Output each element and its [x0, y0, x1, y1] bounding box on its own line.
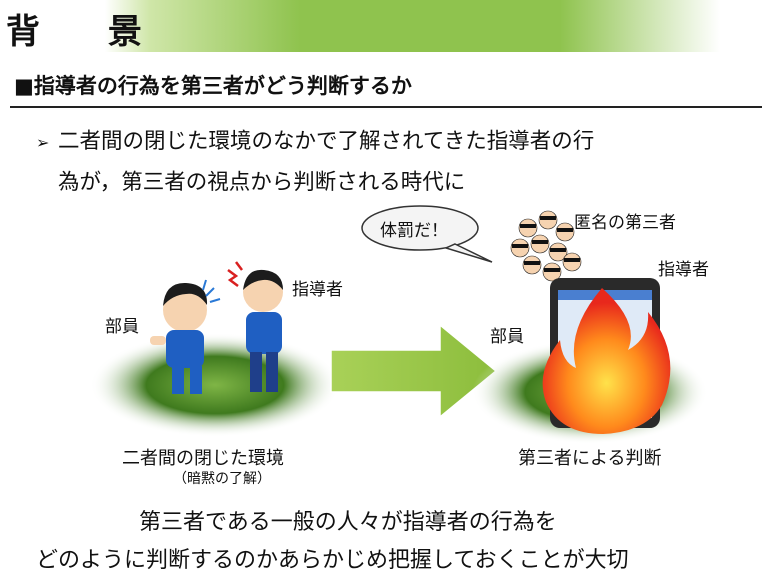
section-heading: ■指導者の行為を第三者がどう判断するか: [14, 74, 412, 98]
bullet-line-2: 為が，第三者の視点から判断される時代に: [58, 170, 466, 195]
bullet-arrow-icon: ➢: [36, 133, 50, 152]
left-caption-sub: （暗黙の了解）: [173, 471, 271, 487]
anonymous-crowd-label: 匿名の第三者: [574, 213, 676, 233]
page-title: 背 景: [6, 12, 170, 52]
speech-bubble: [361, 205, 493, 263]
left-field: [90, 333, 340, 437]
coach-label-right: 指導者: [658, 260, 709, 280]
heading-divider: [10, 106, 762, 108]
speech-bubble-text: 体罰だ！: [380, 221, 448, 241]
anonymous-crowd: [510, 210, 582, 282]
fire-icon: [542, 288, 671, 434]
left-caption: 二者間の閉じた環境: [122, 448, 284, 469]
coach-label-left: 指導者: [292, 280, 343, 300]
conclusion-line-1: 第三者である一般の人々が指導者の行為を: [139, 510, 557, 535]
bullet-point: ➢ 二者間の閉じた環境のなかで了解されてきた指導者の行 為が，第三者の視点から判断…: [36, 122, 766, 203]
bullet-line-1: 二者間の閉じた環境のなかで了解されてきた指導者の行: [58, 129, 595, 154]
conclusion-line-2: どのように判断するのかあらかじめ把握しておくことが大切: [36, 548, 629, 573]
member-label-left: 部員: [105, 317, 139, 337]
transition-arrow: [330, 323, 498, 419]
member-figure-left: [150, 279, 221, 394]
title-band: [0, 0, 781, 52]
member-label-right: 部員: [490, 327, 524, 347]
coach-figure-left: [227, 261, 283, 392]
right-caption: 第三者による判断: [518, 448, 662, 469]
